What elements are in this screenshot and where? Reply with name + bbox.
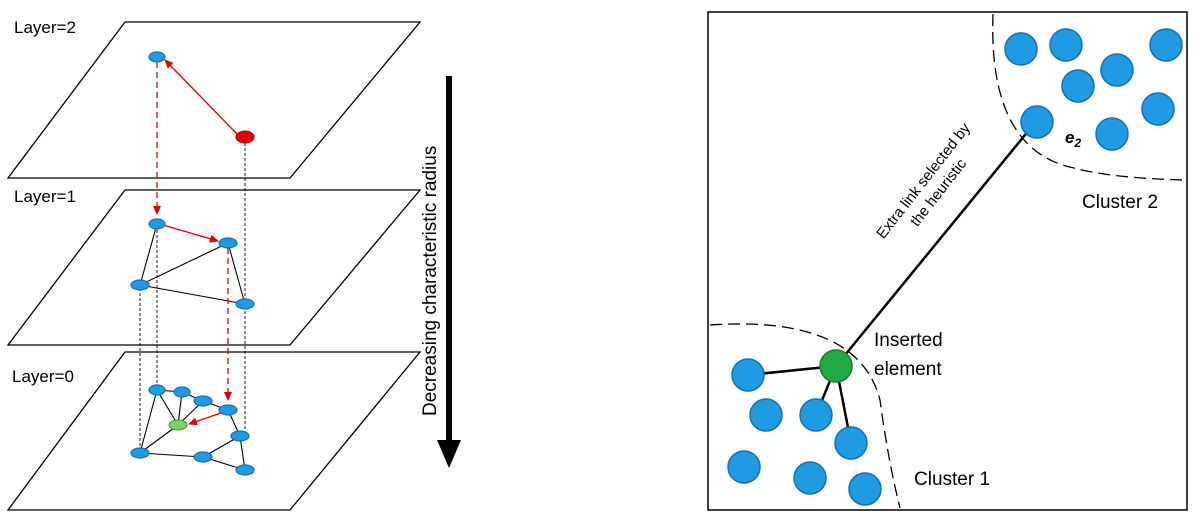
cluster-2-node: [1141, 92, 1175, 126]
cluster-2-node-e2: [1020, 105, 1054, 139]
decreasing-radius-label: Decreasing characteristic radius: [420, 146, 441, 416]
layer-2-label: Layer=2: [14, 18, 76, 37]
layer-0-node: [173, 386, 191, 398]
cluster-1-node: [834, 426, 868, 460]
layer-1-label: Layer=1: [14, 187, 76, 206]
cluster-1-node: [749, 398, 783, 432]
cluster-1-boundary: [709, 323, 901, 509]
layer-1-node: [218, 237, 238, 249]
layer-0-node: [218, 404, 238, 416]
e2-label: e2: [1065, 128, 1081, 150]
inserted-label-line1: Inserted: [874, 330, 943, 351]
extra-link: [835, 123, 1035, 367]
layer-1-node: [148, 218, 166, 230]
cluster-2-boundary: [992, 13, 1186, 181]
cluster-2-label: Cluster 2: [1082, 192, 1158, 213]
cluster-2-node: [1095, 117, 1129, 151]
entry-point-node: [235, 130, 255, 144]
cluster-1-label: Cluster 1: [914, 469, 990, 490]
cluster-2-node: [1049, 28, 1083, 62]
layer-0-node: [193, 451, 213, 463]
cluster-1-node: [731, 358, 765, 392]
cluster-2-node: [1061, 69, 1095, 103]
layer-2-node: [148, 51, 166, 63]
layer-0-node: [235, 464, 255, 476]
cluster-1-node: [799, 398, 833, 432]
layer-0-node: [148, 384, 166, 396]
layer-0-plane: [6, 351, 422, 511]
layer-0-node: [130, 447, 150, 459]
layer-1-node: [130, 279, 150, 291]
search-path: [153, 59, 239, 426]
cluster-2-node: [1149, 28, 1183, 62]
layer-1-node: [235, 298, 255, 310]
decreasing-radius-arrow: [437, 76, 461, 468]
layer-0-node: [230, 430, 250, 442]
cluster-2-node: [1004, 32, 1038, 66]
cluster-1-node: [793, 461, 827, 495]
inserted-label-line2: element: [874, 359, 942, 380]
inserted-element-node: [819, 349, 853, 383]
cluster-2-node: [1100, 53, 1134, 87]
layer-0-node: [193, 395, 213, 407]
left-panel: Layer=2 Layer=1 Layer=0: [6, 18, 461, 511]
cluster-1-node: [727, 450, 761, 484]
right-panel-frame: [707, 11, 1188, 511]
layer-1-plane: [6, 189, 422, 346]
query-node: [168, 419, 188, 431]
layer-2-plane: [6, 21, 422, 179]
inter-layer-connectors: [139, 138, 246, 450]
right-panel: Inserted element Cluster 1 Cluster 2 e2 …: [707, 11, 1188, 511]
cluster-1-node: [848, 472, 882, 506]
layer-0-label: Layer=0: [12, 367, 74, 386]
